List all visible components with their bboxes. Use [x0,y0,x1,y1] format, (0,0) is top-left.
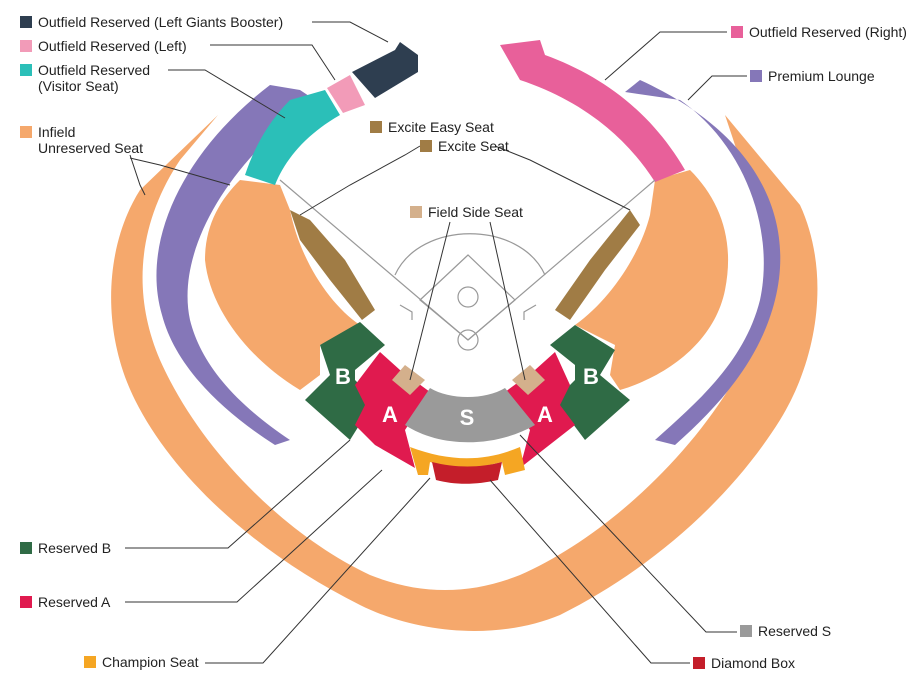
field-side-seat-right[interactable] [512,365,545,395]
legend-swatch [20,596,32,608]
leader-lines [125,21,747,664]
legend-outfield-right: Outfield Reserved (Right) [731,24,907,40]
baseball-field-lines [279,179,656,351]
legend-label: Premium Lounge [768,68,875,84]
zone-letter-b-right: B [583,364,599,389]
outfield-left[interactable] [327,75,365,113]
infield-unreserved-left[interactable] [205,180,360,390]
legend-field-side: Field Side Seat [410,204,523,220]
legend-label: Champion Seat [102,654,199,670]
legend-swatch [20,16,32,28]
legend-reserved-b: Reserved B [20,540,111,556]
legend-label: Outfield Reserved (Left Giants Booster) [38,14,284,30]
infield-unreserved-right[interactable] [575,170,729,390]
legend-swatch [20,542,32,554]
legend-swatch [731,26,743,38]
reserved-s[interactable] [405,388,535,443]
legend-label: Outfield Reserved [38,62,151,78]
legend-outfield-left-booster: Outfield Reserved (Left Giants Booster) [20,14,283,30]
excite-seat-left[interactable] [290,210,375,320]
outfield-right[interactable] [500,40,685,182]
diamond-box[interactable] [432,462,502,484]
legend-label: Reserved B [38,540,112,556]
legend-label-line2: (Visitor Seat) [38,78,119,94]
zone-letter-a-right: A [537,402,553,427]
legend-label: Diamond Box [711,655,796,671]
legend-outfield-left: Outfield Reserved (Left) [20,38,187,54]
legend-reserved-s: Reserved S [740,623,831,639]
legend-excite: Excite Seat [420,138,509,154]
outfield-visitor[interactable] [245,90,340,185]
legend-label-line2: Unreserved Seat [38,140,144,156]
legend-swatch [420,140,432,152]
zone-letter-b-left: B [335,364,351,389]
legend-swatch [740,625,752,637]
outfield-left-booster[interactable] [352,42,418,98]
outer-unreserved-ring[interactable] [111,115,818,632]
legend-outfield-visitor: Outfield Reserved(Visitor Seat) [20,62,150,94]
legend-swatch [20,64,32,76]
field-side-seat-left[interactable] [392,365,425,395]
legend-diamond-box: Diamond Box [693,655,795,671]
zone-letter-s: S [460,405,475,430]
legend-label: Outfield Reserved (Right) [749,24,907,40]
excite-seat-right[interactable] [555,210,640,320]
legend-swatch [370,121,382,133]
legend-excite-easy: Excite Easy Seat [370,119,494,135]
legend-label: Excite Seat [438,138,509,154]
legend-swatch [750,70,762,82]
legend-champion: Champion Seat [84,654,199,670]
legend-label: Excite Easy Seat [388,119,494,135]
reserved-b-right[interactable] [550,325,630,440]
legend-swatch [20,40,32,52]
legend-swatch [693,657,705,669]
legend-premium-lounge: Premium Lounge [750,68,875,84]
legend-label: Reserved S [758,623,832,639]
legend-swatch [20,126,32,138]
champion-seat[interactable] [410,447,525,475]
legend-reserved-a: Reserved A [20,594,110,610]
legend-swatch [410,206,422,218]
legend-label: Field Side Seat [428,204,523,220]
legend-label: Outfield Reserved (Left) [38,38,187,54]
legend-label: Reserved A [38,594,111,610]
legend-swatch [84,656,96,668]
premium-lounge-right[interactable] [625,80,781,445]
zone-letter-a-left: A [382,402,398,427]
legend-label: Infield [38,124,76,140]
